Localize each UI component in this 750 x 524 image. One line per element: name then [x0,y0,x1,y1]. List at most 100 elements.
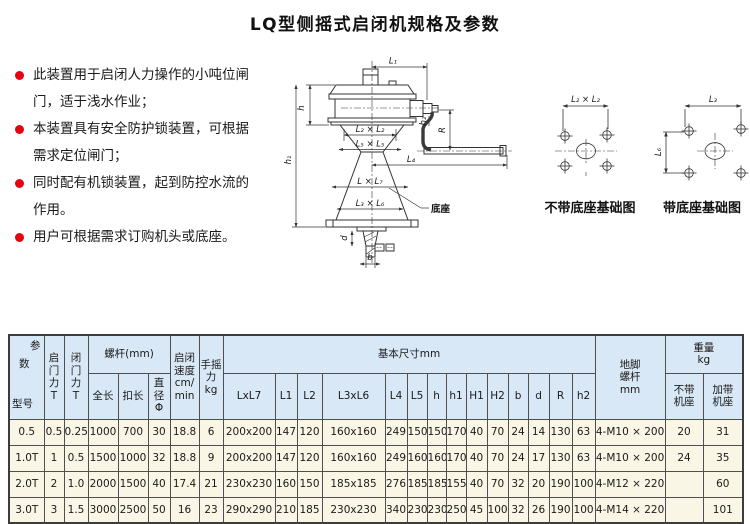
table-cell: 185 [406,470,428,498]
dim-label-L6-foundation: L₆ [654,147,664,156]
col-header-dim: L5 [406,372,428,420]
table-cell [664,496,704,524]
table-cell: 24 [664,444,704,472]
table-cell: 1000 [117,444,149,472]
col-header-open-force: 启 门 力 T [43,334,65,420]
no-base-caption: 不带底座基础图 [544,201,636,216]
table-cell: 17.4 [169,470,200,498]
table-cell: 230 [426,496,447,524]
table-cell: 185 [296,496,323,524]
list-item: 同时配有机锁装置，起到防控水流的 作用。 [14,170,266,224]
feature-text: 同时配有机锁装置，起到防控水流的 作用。 [33,175,249,218]
table-cell: 120 [296,418,323,446]
col-header-dim: h [426,372,447,420]
table-cell: 147 [274,418,298,446]
table-cell: 155 [445,470,467,498]
table-cell: 16 [169,496,200,524]
feature-text: 此装置用于启闭人力操作的小吨位闸 门，适于浅水作业； [33,67,249,110]
table-cell: 40 [147,470,171,498]
table-cell: 70 [486,418,509,446]
table-cell: 20 [664,418,704,446]
table-cell: 130 [548,444,573,472]
table-cell: 26 [527,496,550,524]
dim-label-L3-foundation: L₃ [709,95,718,105]
table-cell: 230x230 [321,496,386,524]
table-cell: 100 [571,470,596,498]
table-cell: 1.0 [63,470,89,498]
table-cell: 40 [465,418,488,446]
table-cell: 1000 [87,418,119,446]
machine-outline [325,61,512,263]
table-cell: 230x230 [222,470,276,498]
table-cell: 147 [274,444,298,472]
dim-label-h: h [297,105,307,110]
table-cell: 160 [406,444,428,472]
dim-label-LxL7: L × L₇ [357,177,383,187]
table-cell: 0.5 [8,418,45,446]
col-header-dim: h2 [571,372,596,420]
foundation-diagrams: L₂ × L₂ L₃ L₆ [555,95,749,181]
col-header-dim: H1 [465,372,488,420]
table-cell: 0.5 [43,418,65,446]
bullet-icon [15,71,24,80]
table-cell: 185 [426,470,447,498]
col-header-hand-force: 手摇 力 kg [198,334,224,420]
table-cell: 200x200 [222,418,276,446]
table-cell: 32 [507,470,529,498]
table-cell: 4-M10 × 200 [594,444,666,472]
table-cell: 63 [571,418,596,446]
table-cell: 40 [465,444,488,472]
table-cell: 4-M12 × 220 [594,470,666,498]
table-cell: 4-M10 × 200 [594,418,666,446]
table-cell: 18.8 [169,444,200,472]
table-cell: 70 [486,470,509,498]
table-cell: 340 [384,496,408,524]
col-header-anchor-bolt: 地脚 螺杆 mm [594,334,666,420]
table-cell: 21 [198,470,224,498]
table-cell: 250 [445,496,467,524]
dim-label-L2xL2-foundation: L₂ × L₂ [571,95,600,105]
dim-label-R: R [438,127,448,133]
table-cell: 24 [507,444,529,472]
col-header-dim: h1 [445,372,467,420]
table-cell: 150 [296,470,323,498]
col-header-buckle-length: 扣长 [117,372,149,420]
table-cell: 6 [198,418,224,446]
with-base-foundation [663,104,749,181]
table-cell: 190 [548,470,573,498]
table-cell: 4-M14 × 220 [594,496,666,524]
table-cell: 276 [384,470,408,498]
table-cell: 100 [486,496,509,524]
with-base-caption: 带底座基础图 [662,201,741,216]
dim-label-L1: L₁ [389,57,397,67]
bullet-icon [15,179,24,188]
page-title: LQ型侧摇式启闭机规格及参数 [249,15,501,35]
table-cell: 150 [426,418,447,446]
table-cell: 30 [147,418,171,446]
dim-label-L2xL2: L₂ × L₂ [356,125,385,135]
bullet-icon [15,233,24,242]
col-header-dim: L4 [384,372,408,420]
table-cell: 18.8 [169,418,200,446]
corner-header: 参 数 型号 [8,334,45,420]
col-header-dim: L3xL6 [321,372,386,420]
table-cell: 3.0T [8,496,45,524]
list-item: 本装置具有安全防护锁装置，可根据 需求定位闸门； [14,116,266,170]
table-cell: 0.25 [63,418,89,446]
table-cell: 120 [296,444,323,472]
group-header-screw: 螺杆(mm) [87,334,171,374]
table-cell: 230 [406,496,428,524]
table-cell: 3 [43,496,65,524]
table-cell: 1500 [117,470,149,498]
col-header-weight-without: 不带 机座 [664,372,704,420]
col-header-dim: LxL7 [222,372,276,420]
table-cell: 63 [571,444,596,472]
dim-label-b: b [367,253,372,263]
table-cell: 1 [43,444,65,472]
table-cell: 170 [445,418,467,446]
